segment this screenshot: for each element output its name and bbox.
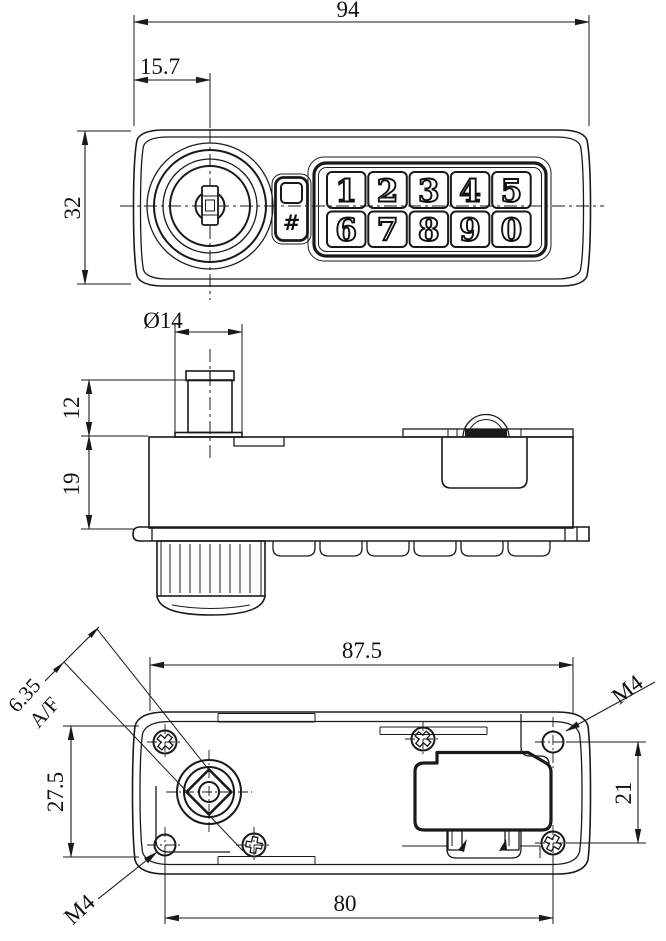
svg-text:8: 8 <box>418 213 440 249</box>
battery-clip-left <box>447 829 463 851</box>
key-4: 4 <box>449 171 491 210</box>
front-body-outline <box>132 129 592 287</box>
dim-label-m4-bottom: M4 <box>59 889 100 929</box>
front-view: 94 15.7 32 <box>60 0 604 300</box>
dim-back-height: 27.5 <box>43 725 139 858</box>
key-9: 9 <box>449 210 491 249</box>
hash-button: # <box>271 173 312 245</box>
knurl-lines <box>169 544 251 593</box>
svg-text:6: 6 <box>335 213 357 249</box>
dim-label-15-7: 15.7 <box>140 54 180 79</box>
latch-bar <box>465 429 507 437</box>
keypad: 1 2 3 4 5 6 7 8 9 0 <box>307 156 552 262</box>
blank-key <box>280 182 303 204</box>
dim-screw-span-horizontal: 80 <box>164 855 554 924</box>
side-body <box>148 436 574 529</box>
af-arrow-2 <box>53 662 64 673</box>
dim-screw-span-vertical: 21 <box>566 741 646 844</box>
clip-arrow-left <box>458 839 467 852</box>
dim-label-12: 12 <box>59 397 84 420</box>
svg-text:1: 1 <box>335 174 357 210</box>
hole-centerlines <box>147 717 571 863</box>
side-top-step <box>233 437 285 447</box>
dim-label-80: 80 <box>334 891 357 916</box>
key-7: 7 <box>367 210 408 249</box>
dim-cylinder-height: 12 <box>59 379 186 437</box>
key-1: 1 <box>326 171 367 210</box>
key-2: 2 <box>367 171 408 210</box>
dim-body-depth: 19 <box>59 435 134 530</box>
battery-compartment <box>413 750 553 859</box>
dim-label-32: 32 <box>60 197 85 220</box>
keyhole <box>194 185 226 226</box>
key-3: 3 <box>408 171 450 210</box>
battery-clip-right <box>504 829 520 851</box>
dim-width-94: 94 <box>133 0 590 126</box>
dim-label-27-5: 27.5 <box>43 772 68 812</box>
svg-text:0: 0 <box>501 213 523 249</box>
side-bumps <box>272 541 551 557</box>
key-0: 0 <box>491 210 532 249</box>
back-view: 87.5 6.35 A/F M4 M4 <box>3 626 656 929</box>
battery-trough <box>446 830 522 859</box>
key-5: 5 <box>491 171 532 210</box>
side-flange <box>132 526 590 542</box>
dim-label-94: 94 <box>337 0 361 22</box>
svg-text:5: 5 <box>501 174 523 210</box>
spindle-hub <box>166 750 252 834</box>
side-view: Ø14 12 19 <box>59 308 590 616</box>
svg-text:4: 4 <box>459 174 481 210</box>
key-cylinder <box>146 142 274 270</box>
hash-key-label: # <box>283 211 301 235</box>
dim-label-87-5: 87.5 <box>342 638 382 663</box>
m4-callout-bottom: M4 <box>59 851 158 929</box>
key-8: 8 <box>408 210 450 249</box>
back-body-outline <box>131 711 592 875</box>
side-latch-area <box>402 413 574 489</box>
svg-text:7: 7 <box>377 213 399 249</box>
dim-cylinder-diameter: Ø14 <box>143 308 243 433</box>
dim-label-dia14: Ø14 <box>143 308 183 333</box>
m4-callout-top: M4 <box>565 669 656 732</box>
dim-label-19: 19 <box>59 473 84 496</box>
clip-arrow-right <box>499 839 507 851</box>
dim-height-32: 32 <box>60 130 131 285</box>
af-arrow-1 <box>88 627 99 638</box>
dim-label-21: 21 <box>611 782 636 805</box>
spindle-diamond <box>185 768 233 816</box>
key-6: 6 <box>326 210 367 249</box>
side-thumb-knob <box>156 540 266 616</box>
svg-text:2: 2 <box>377 174 399 210</box>
svg-text:3: 3 <box>418 174 440 210</box>
dim-back-width: 87.5 <box>149 638 574 713</box>
dim-cylinder-offset: 15.7 <box>133 54 211 128</box>
side-cylinder <box>174 370 243 438</box>
svg-text:9: 9 <box>459 213 481 249</box>
